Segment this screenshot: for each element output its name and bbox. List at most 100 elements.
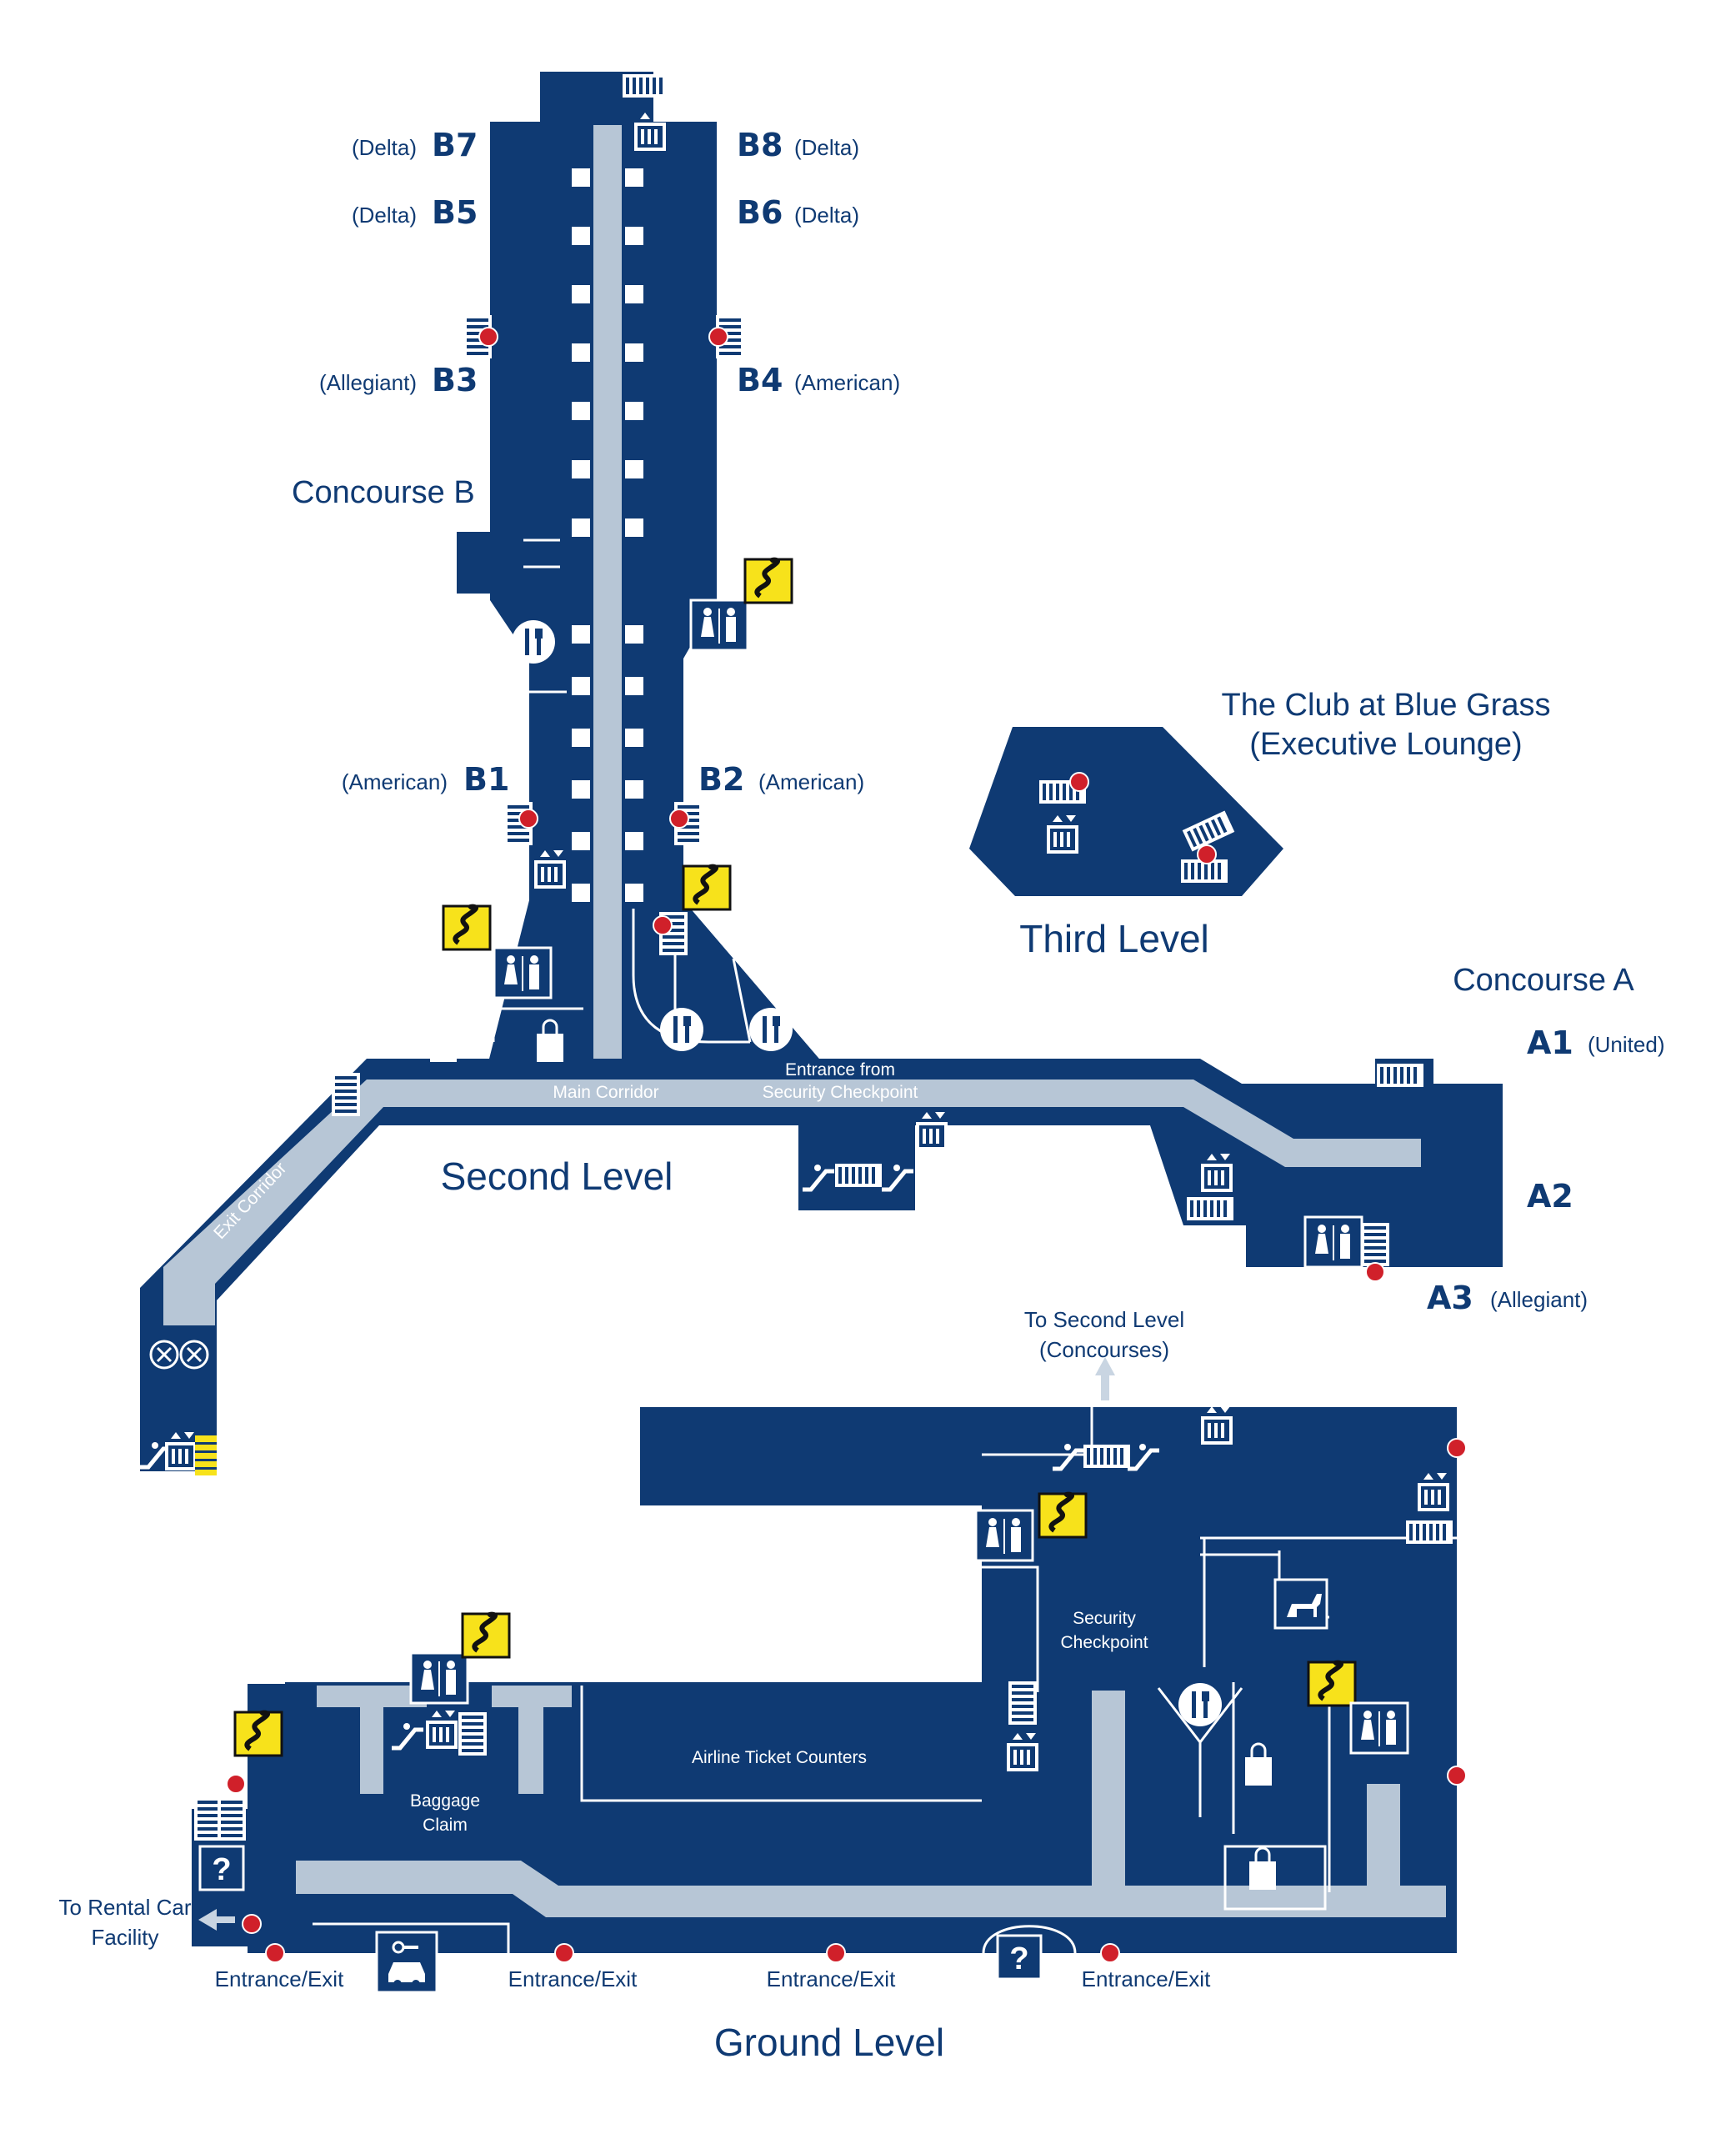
- exit-point-dot: [669, 809, 689, 829]
- gate-b8-airline: (Delta): [794, 135, 859, 160]
- stairs-icon: [623, 74, 669, 98]
- stairs-icon: [835, 1164, 882, 1187]
- third-level-label: Third Level: [1019, 917, 1209, 960]
- restroom-icon: [409, 1651, 469, 1705]
- to-second-level-label: To Second Level: [1024, 1307, 1184, 1332]
- wet-floor-caution-icon: [1308, 1662, 1355, 1706]
- club-subtitle: (Executive Lounge): [1249, 727, 1522, 762]
- stairs-icon: [1377, 1064, 1423, 1087]
- baggage-label: Baggage: [410, 1791, 480, 1811]
- gate-b4: B4: [737, 362, 783, 398]
- wet-floor-caution-icon: [443, 906, 490, 949]
- stairs-icon: [458, 1712, 487, 1756]
- gate-a2: A2: [1527, 1178, 1573, 1215]
- stairs-icon: [1187, 1197, 1233, 1220]
- dining-icon: [512, 620, 555, 664]
- information-icon: [996, 1934, 1043, 1981]
- exit-point-dot: [1447, 1766, 1467, 1786]
- gate-b5: B5: [432, 194, 478, 231]
- stairs-icon: [1406, 1520, 1453, 1544]
- stairs-icon: [218, 1797, 246, 1841]
- wet-floor-caution-icon: [745, 559, 792, 603]
- exit-point-dot: [653, 915, 673, 935]
- restroom-icon: [1349, 1701, 1409, 1755]
- stairs-icon: [1008, 1681, 1037, 1725]
- entrance-exit-label-4: Entrance/Exit: [1082, 1966, 1211, 1991]
- rental-facility-label: Facility: [92, 1925, 159, 1950]
- entrance-exit-label-2: Entrance/Exit: [508, 1966, 638, 1991]
- arrow-left-icon: [198, 1909, 235, 1931]
- dining-icon: [660, 1008, 703, 1051]
- exit-point-dot: [242, 1914, 262, 1934]
- second-level-label: Second Level: [441, 1155, 673, 1198]
- ground-level-building: [192, 1407, 1457, 1953]
- gate-a3: A3: [1427, 1280, 1473, 1316]
- checkpoint-label: Checkpoint: [1060, 1633, 1148, 1652]
- gate-a1-airline: (United): [1588, 1032, 1664, 1057]
- stairs-icon: [1361, 1223, 1389, 1266]
- rental-car-icon: [375, 1931, 438, 1994]
- entrance-exit-label-1: Entrance/Exit: [215, 1966, 344, 1991]
- wet-floor-caution-icon: [463, 1614, 509, 1657]
- gate-b3: B3: [432, 362, 478, 398]
- main-corridor-label: Main Corridor: [553, 1083, 658, 1102]
- exit-point-dot: [1100, 1943, 1120, 1963]
- information-icon: [198, 1845, 245, 1891]
- restroom-icon: [493, 946, 553, 999]
- stairs-icon: [332, 1073, 360, 1116]
- no-entry-icon: [149, 1340, 209, 1370]
- exit-point-dot: [518, 809, 538, 829]
- entrance-from-label: Entrance from: [785, 1060, 895, 1080]
- gate-b3-airline: (Allegiant): [319, 370, 417, 395]
- dining-icon: [1178, 1683, 1222, 1726]
- shopping-bag-icon: [428, 1019, 458, 1064]
- exit-point-dot: [265, 1943, 285, 1963]
- executive-lounge: [969, 727, 1283, 896]
- ticket-counters-label: Airline Ticket Counters: [692, 1748, 867, 1767]
- wet-floor-caution-icon: [1039, 1494, 1086, 1537]
- exit-point-dot: [1197, 844, 1217, 864]
- gate-b1: B1: [463, 761, 509, 798]
- exit-point-dot: [478, 327, 498, 347]
- rental-car-label: To Rental Car: [59, 1895, 192, 1920]
- concourses-label: (Concourses): [1039, 1337, 1169, 1362]
- security-checkpoint-entrance-label: Security Checkpoint: [763, 1083, 918, 1102]
- exit-point-dot: [554, 1943, 574, 1963]
- seat-markers: [572, 168, 643, 902]
- exit-point-dot: [1069, 772, 1089, 792]
- wet-floor-caution-icon: [683, 866, 730, 909]
- exit-points: [226, 327, 1467, 1963]
- exit-point-dot: [1447, 1438, 1467, 1458]
- gate-a3-airline: (Allegiant): [1490, 1287, 1588, 1312]
- service-animal-relief-icon: [1273, 1578, 1328, 1630]
- concourse-a-label: Concourse A: [1453, 963, 1634, 998]
- stairs-icon: [1083, 1445, 1130, 1468]
- exit-point-dot: [826, 1943, 846, 1963]
- entrance-exit-label-3: Entrance/Exit: [767, 1966, 896, 1991]
- exit-point-dot: [708, 327, 728, 347]
- gate-b7-airline: (Delta): [352, 135, 417, 160]
- restroom-icon: [1303, 1215, 1363, 1269]
- exit-point-dot: [226, 1774, 246, 1794]
- gate-b8: B8: [737, 127, 783, 163]
- security-label: Security: [1073, 1609, 1136, 1628]
- gate-b2: B2: [698, 761, 744, 798]
- gate-b6: B6: [737, 194, 783, 231]
- gate-a1: A1: [1527, 1024, 1573, 1061]
- gate-b4-airline: (American): [794, 370, 900, 395]
- dining-icon: [749, 1008, 793, 1051]
- club-name: The Club at Blue Grass: [1222, 688, 1551, 723]
- gate-b7: B7: [432, 127, 478, 163]
- ground-level-label: Ground Level: [714, 2021, 944, 2064]
- restroom-icon: [689, 599, 749, 652]
- gate-b2-airline: (American): [758, 769, 864, 794]
- stairs-icon: [195, 1435, 217, 1475]
- icons: [140, 74, 1453, 1994]
- arrow-up-icon: [1095, 1357, 1115, 1400]
- gate-b6-airline: (Delta): [794, 203, 859, 228]
- exit-point-dot: [1365, 1262, 1385, 1282]
- wet-floor-caution-icon: [235, 1712, 282, 1756]
- claim-label: Claim: [423, 1816, 468, 1835]
- gate-b1-airline: (American): [342, 769, 448, 794]
